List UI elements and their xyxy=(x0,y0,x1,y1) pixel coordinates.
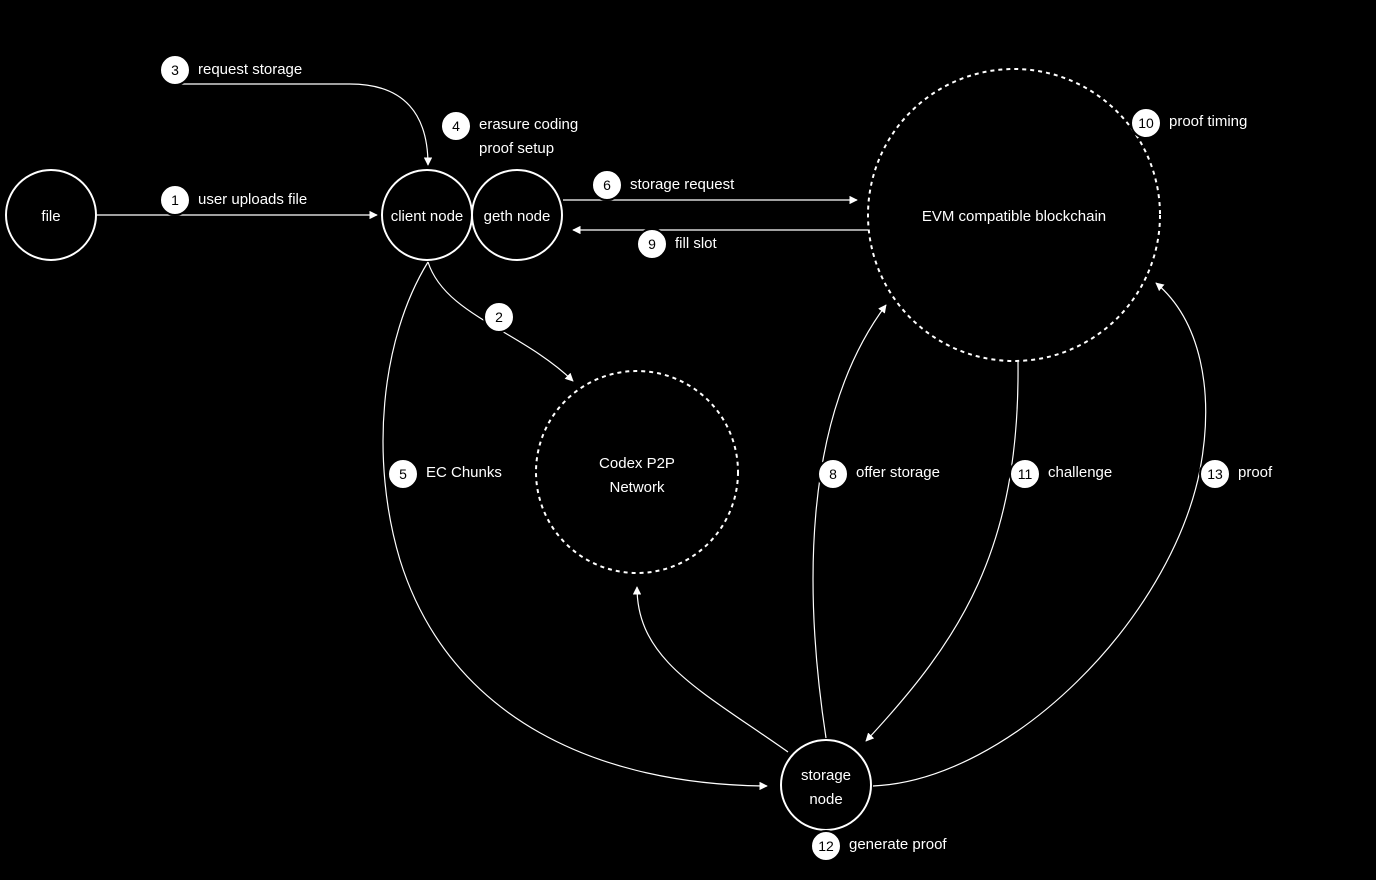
blockchain-node-label: EVM compatible blockchain xyxy=(922,208,1106,225)
step-1: 1 user uploads file xyxy=(159,184,307,216)
edge-request-storage xyxy=(175,83,433,166)
step-10-number: 10 xyxy=(1138,115,1154,131)
edge-challenge xyxy=(865,361,1019,742)
step-3: 3 request storage xyxy=(159,54,302,86)
step-8: 8 offer storage xyxy=(817,458,940,490)
geth-node-label: geth node xyxy=(484,208,551,225)
edge-ec-chunks xyxy=(382,261,768,791)
storage-node-label-line2: node xyxy=(809,791,842,808)
step-4-number: 4 xyxy=(452,118,460,134)
edge-offer-storage xyxy=(812,304,887,739)
step-13: 13 proof xyxy=(1199,458,1273,490)
blockchain-node: EVM compatible blockchain xyxy=(867,68,1161,362)
step-6: 6 storage request xyxy=(591,169,735,201)
step-12-number: 12 xyxy=(818,838,834,854)
client-node-label: client node xyxy=(391,208,464,225)
p2p-network-node: Codex P2P Network xyxy=(535,370,739,574)
step-11: 11 challenge xyxy=(1009,458,1112,490)
step-3-label: request storage xyxy=(198,61,302,78)
step-8-label: offer storage xyxy=(856,464,940,481)
step-4-label-line2: proof setup xyxy=(479,140,554,157)
step-13-number: 13 xyxy=(1207,466,1223,482)
step-5-number: 5 xyxy=(399,466,407,482)
step-2-number: 2 xyxy=(495,309,503,325)
step-10: 10 proof timing xyxy=(1130,107,1247,139)
step-9: 9 fill slot xyxy=(636,228,718,260)
step-9-label: fill slot xyxy=(675,235,718,252)
file-node: file xyxy=(5,169,97,261)
step-4-label: erasure coding xyxy=(479,116,578,133)
step-1-label: user uploads file xyxy=(198,191,307,208)
p2p-network-label-line1: Codex P2P xyxy=(599,455,675,472)
step-6-number: 6 xyxy=(603,177,611,193)
step-10-label: proof timing xyxy=(1169,113,1247,130)
p2p-network-label-line2: Network xyxy=(609,479,665,496)
step-13-label: proof xyxy=(1238,464,1273,481)
step-11-number: 11 xyxy=(1018,466,1033,482)
edge-proof xyxy=(872,282,1207,787)
step-3-number: 3 xyxy=(171,62,179,78)
client-node: client node xyxy=(381,169,473,261)
step-11-label: challenge xyxy=(1048,464,1112,481)
storage-node: storage node xyxy=(780,739,872,831)
step-5-label: EC Chunks xyxy=(426,464,502,481)
geth-node: geth node xyxy=(471,169,563,261)
step-6-label: storage request xyxy=(630,176,735,193)
step-4: 4 erasure coding proof setup xyxy=(440,110,578,157)
step-9-number: 9 xyxy=(648,236,656,252)
storage-node-label-line1: storage xyxy=(801,767,851,784)
file-node-label: file xyxy=(41,208,60,225)
step-5: 5 EC Chunks xyxy=(387,458,502,490)
step-8-number: 8 xyxy=(829,466,837,482)
step-12-label: generate proof xyxy=(849,836,947,853)
step-1-number: 1 xyxy=(171,192,179,208)
step-2: 2 xyxy=(483,301,515,333)
edge-storage-to-p2p xyxy=(632,586,789,753)
step-12: 12 generate proof xyxy=(810,830,947,862)
